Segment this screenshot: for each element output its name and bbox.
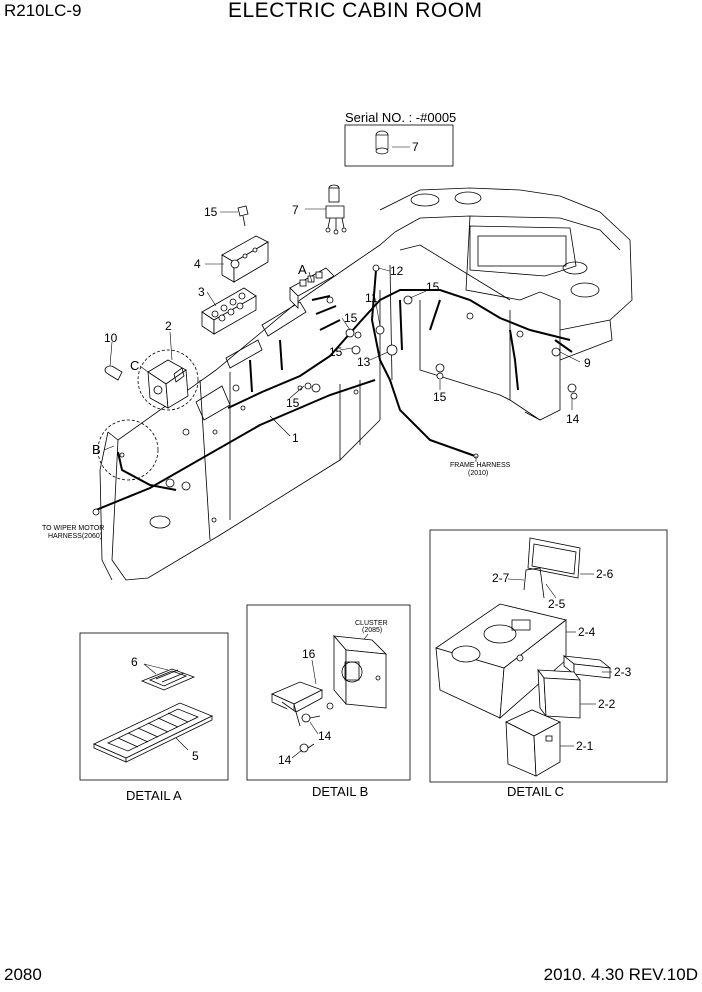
callout-2-5: 2-5 — [548, 597, 566, 611]
callout-b: B — [92, 442, 101, 457]
callout-15: 15 — [426, 280, 440, 294]
serial-label: Serial NO. : -#0005 — [345, 110, 456, 125]
callout-11: 11 — [365, 291, 378, 305]
bolt-15-top — [237, 205, 249, 227]
cluster-note: CLUSTER — [355, 620, 388, 627]
switch-7 — [325, 184, 347, 235]
page-title: ELECTRIC CABIN ROOM — [228, 0, 483, 22]
callout-15: 15 — [433, 390, 447, 404]
revision-date: 2010. 4.30 REV.10D — [543, 965, 698, 984]
callout-2-4: 2-4 — [578, 625, 596, 639]
frame-harness-code: (2010) — [468, 470, 488, 477]
serial-box: Serial NO. : -#0005 7 — [344, 110, 456, 167]
callout-15: 15 — [344, 311, 358, 325]
cluster-code: (2085) — [362, 627, 382, 634]
callout-2-6: 2-6 — [596, 567, 614, 581]
detail-c-caption: DETAIL C — [507, 784, 564, 799]
switch-panel-4 — [221, 235, 269, 283]
callout-12: 12 — [390, 264, 404, 278]
callout-15: 15 — [204, 205, 218, 219]
callout-6: 6 — [131, 655, 138, 669]
wiper-motor-code: HARNESS(2060) — [48, 533, 102, 540]
detail-c-panel: 2-6 2-7 2-5 2-4 2-3 — [429, 529, 668, 783]
leader-lines — [103, 208, 581, 462]
callout-2: 2 — [165, 319, 172, 333]
callout-14: 14 — [318, 729, 332, 743]
detail-b-panel: CLUSTER (2085) 16 14 14 — [246, 604, 411, 781]
callout-2-1: 2-1 — [576, 739, 594, 753]
cabin-body — [99, 187, 633, 581]
harness-notes: FRAME HARNESS (2010) TO WIPER MOTOR HARN… — [42, 462, 511, 540]
callout-10: 10 — [104, 331, 118, 345]
detail-a-caption: DETAIL A — [126, 788, 182, 803]
model-number: R210LC-9 — [4, 1, 82, 20]
keypad-3 — [201, 287, 257, 335]
callout-a: A — [298, 262, 307, 277]
callout-14: 14 — [278, 753, 292, 767]
callout-4: 4 — [194, 257, 201, 271]
callout-5: 5 — [192, 749, 199, 763]
detail-c-marker — [137, 349, 199, 411]
detail-b-marker — [97, 419, 159, 481]
callout-16: 16 — [302, 647, 316, 661]
callout-15: 15 — [329, 345, 343, 359]
switch-icon — [375, 130, 389, 155]
lamp-10 — [104, 365, 123, 381]
callout-2-7: 2-7 — [492, 571, 510, 585]
harness-wires — [95, 269, 573, 511]
callout-14: 14 — [566, 412, 580, 426]
frame-harness-note: FRAME HARNESS — [450, 462, 511, 469]
callout-13: 13 — [357, 355, 371, 369]
callout-7: 7 — [412, 140, 419, 154]
callout-1: 1 — [292, 431, 299, 445]
detail-a-panel: 6 5 — [79, 632, 229, 781]
bolt-markers — [92, 264, 578, 516]
main-callouts: 15 7 4 3 2 10 C B A 12 11 15 15 15 13 15… — [92, 203, 591, 457]
callout-7: 7 — [292, 203, 299, 217]
page-number: 2080 — [4, 965, 42, 984]
callout-2-3: 2-3 — [614, 665, 632, 679]
wiper-motor-note: TO WIPER MOTOR — [42, 525, 104, 532]
callout-15: 15 — [286, 396, 300, 410]
callout-c: C — [130, 358, 139, 373]
detail-b-caption: DETAIL B — [312, 784, 368, 799]
callout-2-2: 2-2 — [598, 697, 616, 711]
callout-3: 3 — [198, 285, 205, 299]
callout-9: 9 — [584, 356, 591, 370]
